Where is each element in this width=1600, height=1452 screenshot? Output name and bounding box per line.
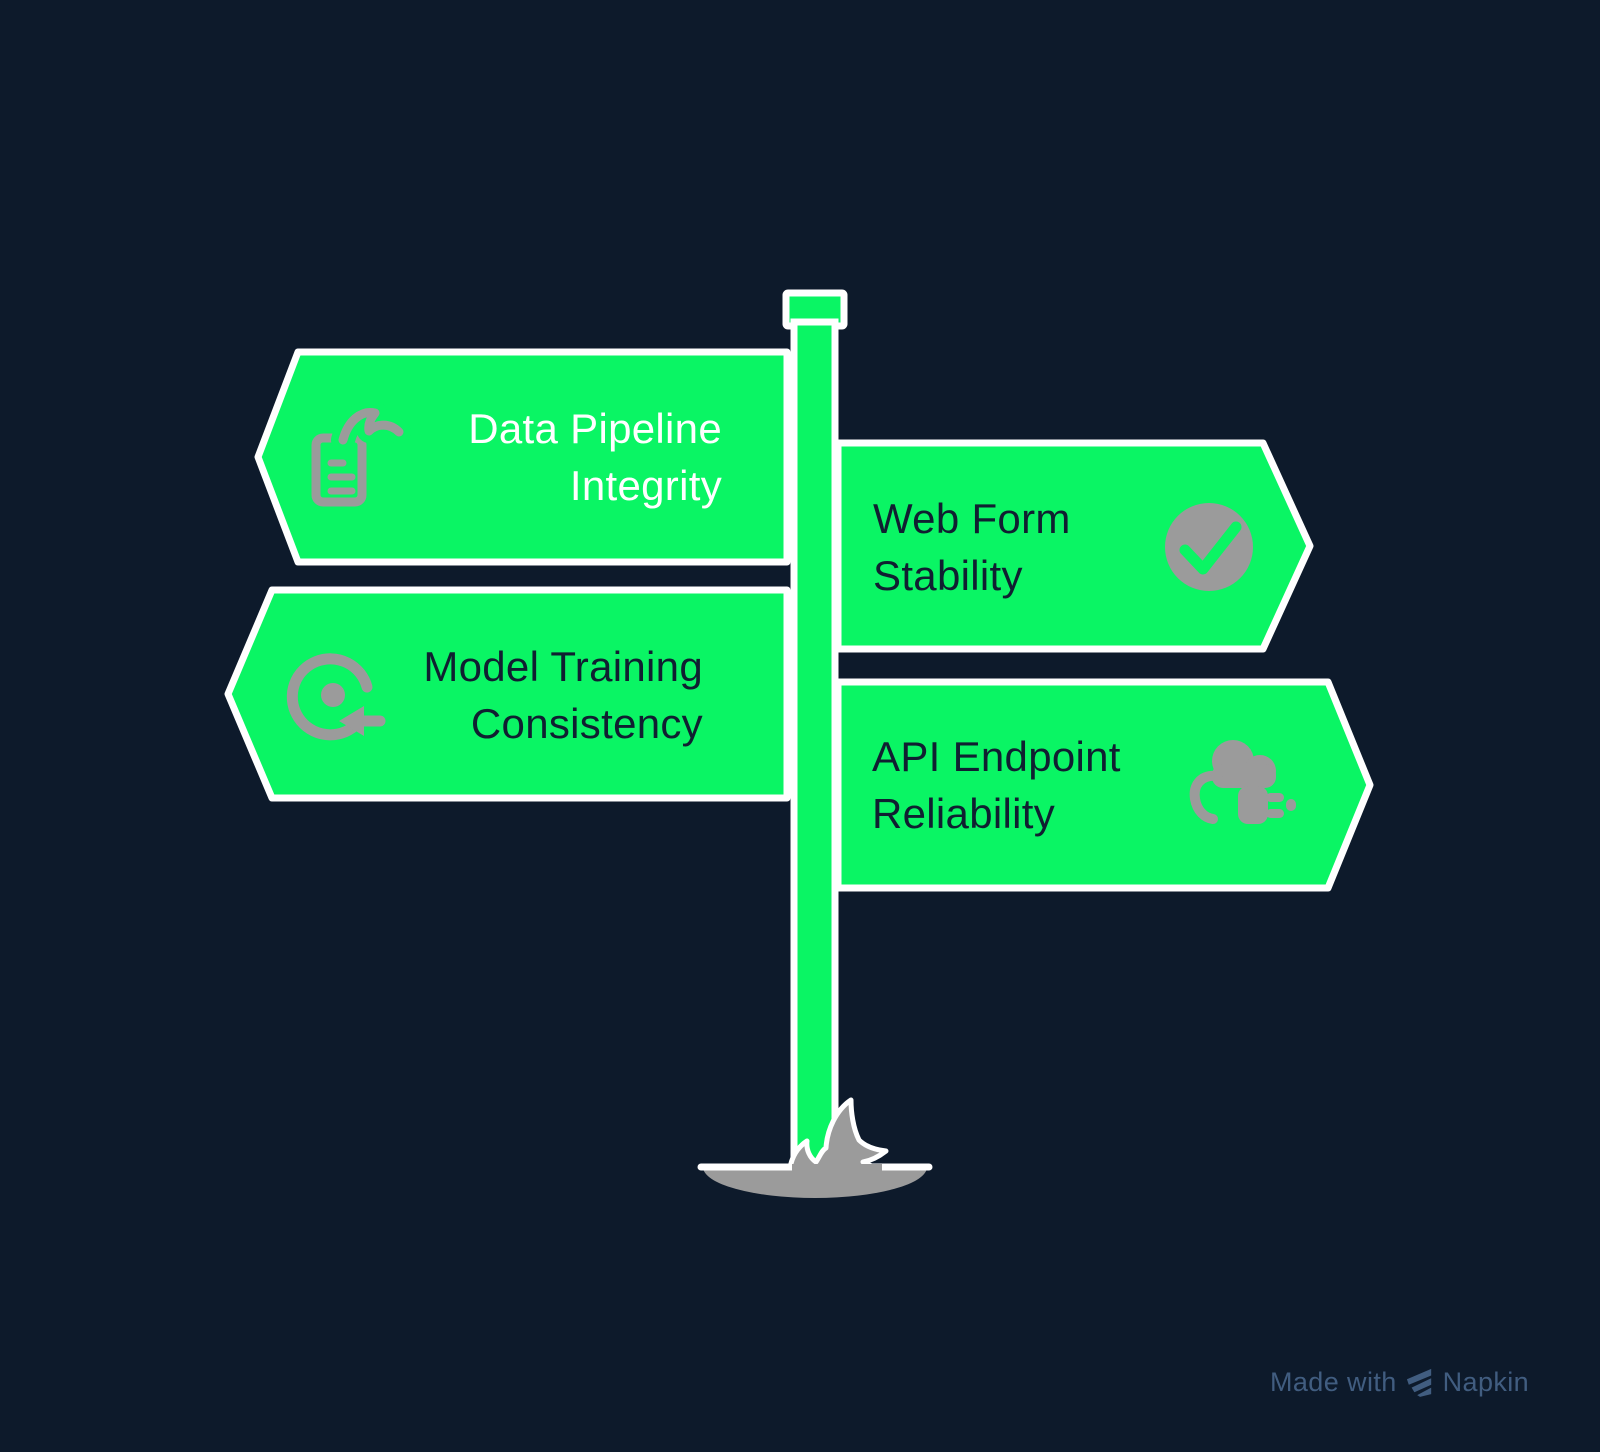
sign-label-web-form-stability: Web Form Stability: [873, 490, 1071, 604]
watermark-text: Made with: [1270, 1366, 1397, 1397]
sign-label-api-endpoint-reliability: API Endpoint Reliability: [872, 728, 1121, 842]
cloud-plug-icon: [1189, 740, 1296, 824]
sign-arrow-shape: [254, 348, 791, 566]
sign-data-pipeline-integrity: [254, 348, 791, 566]
sign-label-line: Consistency: [470, 700, 703, 747]
sign-label-line: Model Training: [423, 643, 703, 690]
sign-label-line: Web Form: [873, 495, 1071, 542]
sign-api-endpoint-reliability: [834, 678, 1374, 892]
sign-label-line: Reliability: [872, 790, 1056, 837]
sign-arrow-shape: [834, 439, 1314, 653]
check-circle-icon: [1165, 503, 1253, 591]
sign-label-data-pipeline-integrity: Data Pipeline Integrity: [468, 400, 722, 514]
sign-model-training-consistency: [224, 586, 791, 802]
sign-arrow-shape: [834, 678, 1374, 892]
pole: [790, 318, 839, 1172]
watermark: Made with Napkin: [1270, 1366, 1529, 1398]
sign-web-form-stability: [834, 439, 1314, 653]
hand-holding-document-icon: [311, 400, 411, 507]
sign-label-line: Stability: [873, 552, 1023, 599]
sign-label-line: Integrity: [569, 462, 722, 509]
sign-label-model-training-consistency: Model Training Consistency: [423, 638, 703, 752]
watermark-brand: Napkin: [1442, 1366, 1530, 1397]
sign-arrow-shape: [224, 586, 791, 802]
sign-label-line: Data Pipeline: [468, 405, 722, 452]
rotate-arrow-icon: [286, 653, 386, 741]
napkin-logo-icon: [1406, 1368, 1431, 1397]
sign-label-line: API Endpoint: [872, 733, 1121, 780]
grass-tuft: [787, 1097, 889, 1178]
